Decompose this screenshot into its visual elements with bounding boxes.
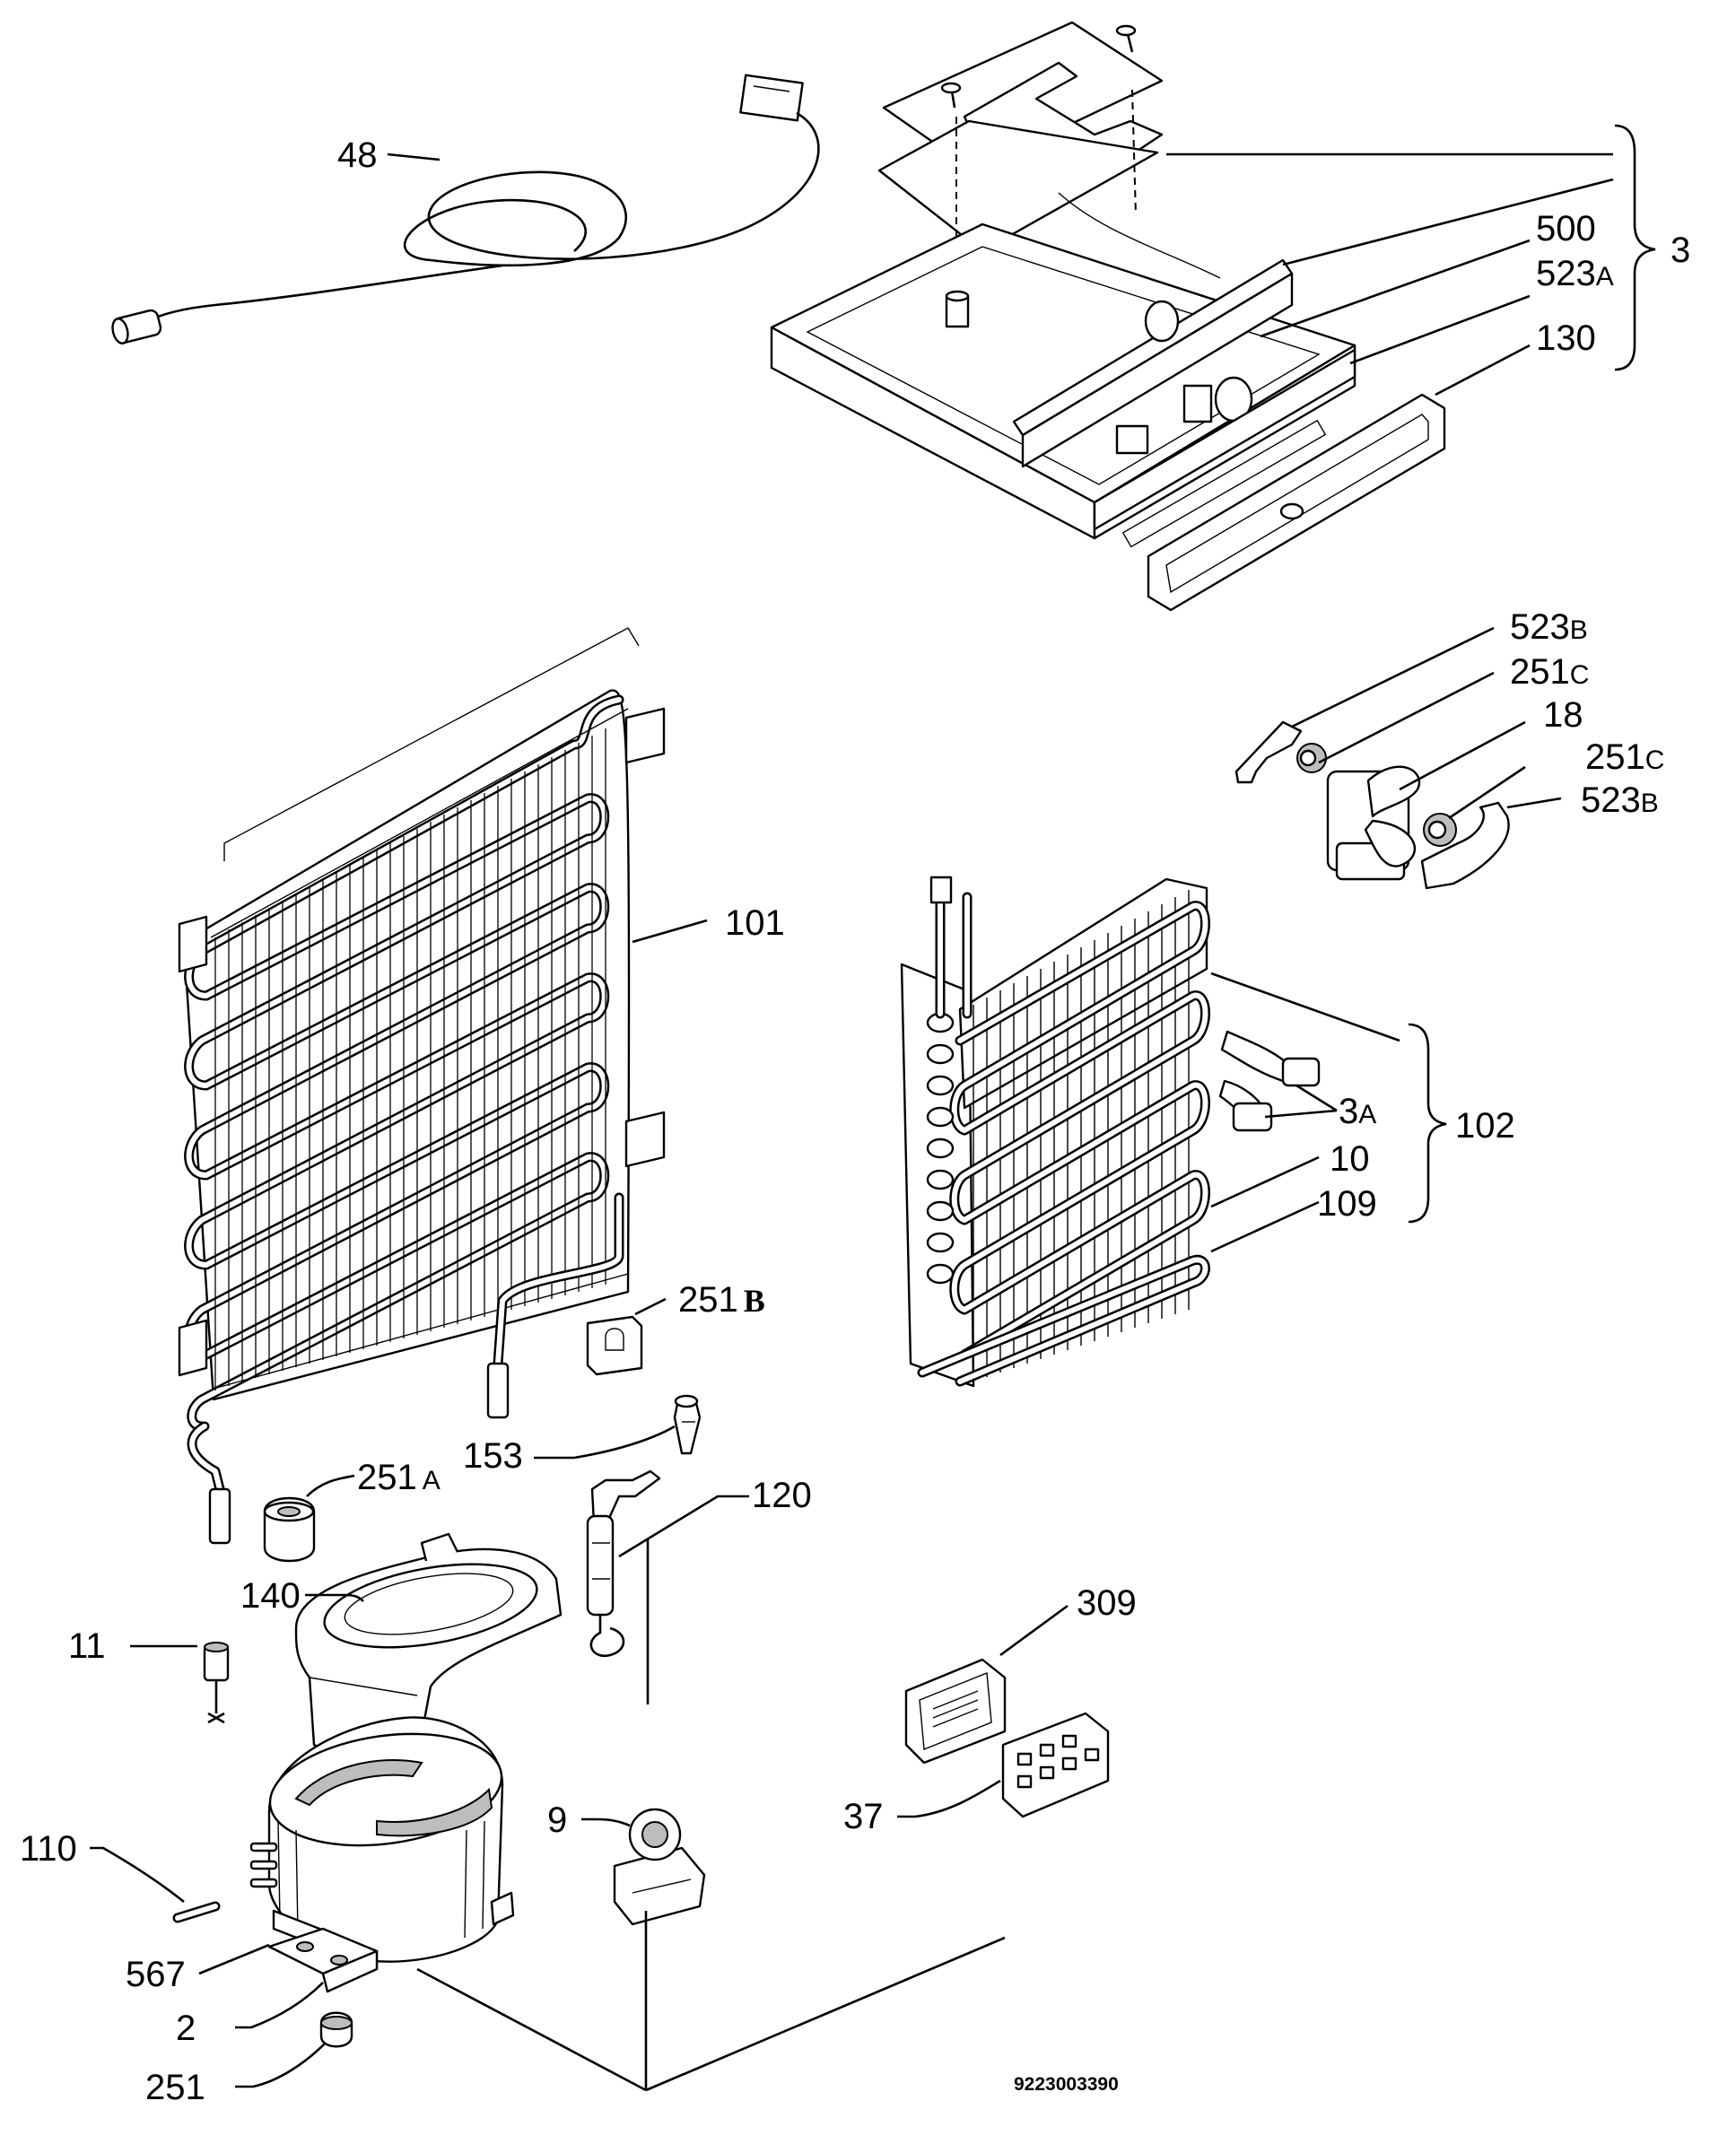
label-251: 251 [145, 2068, 205, 2107]
part-140-tray [294, 1532, 563, 1765]
label-109: 109 [1317, 1184, 1377, 1224]
part-101-condenser [178, 627, 666, 1545]
label-11: 11 [68, 1626, 106, 1666]
label-3: 3 [1671, 231, 1690, 270]
part-153-filter [673, 1394, 702, 1455]
label-153: 153 [463, 1436, 523, 1476]
label-523a: 523A [1536, 254, 1614, 293]
label-102: 102 [1455, 1106, 1515, 1146]
label-48: 48 [337, 135, 378, 175]
drawing-code: 9223003390 [1014, 2074, 1119, 2095]
label-251c-2: 251C [1585, 737, 1664, 777]
label-309: 309 [1077, 1583, 1137, 1623]
part-3-control-box [770, 21, 1446, 612]
label-110: 110 [20, 1829, 77, 1869]
label-523b-1: 523B [1510, 607, 1588, 647]
part-251-grommet [319, 2011, 353, 2048]
label-140: 140 [240, 1576, 301, 1616]
label-10: 10 [1330, 1139, 1370, 1179]
part-11-relay [203, 1642, 230, 1724]
label-18: 18 [1543, 695, 1583, 735]
part-9-clamp [613, 1808, 706, 1926]
part-102-evaporator [900, 876, 1321, 1388]
part-120-thermostat [586, 1469, 661, 1658]
part-18-fan-motor-group [1234, 720, 1510, 890]
part-compressor [249, 1716, 515, 1993]
part-251a-grommet [263, 1496, 316, 1563]
label-523b-2: 523B [1581, 780, 1659, 820]
label-101: 101 [725, 903, 785, 943]
label-3a: 3A [1339, 1092, 1376, 1131]
part-48-sensor-cable [111, 74, 820, 344]
part-110-pin [172, 1901, 221, 1923]
part-309-board [904, 1658, 1007, 1765]
label-37: 37 [843, 1797, 884, 1836]
label-567: 567 [126, 1955, 186, 1994]
label-130: 130 [1536, 318, 1596, 358]
label-2: 2 [176, 2009, 196, 2048]
label-9: 9 [547, 1800, 567, 1840]
label-120: 120 [752, 1476, 812, 1515]
part-37-board [1001, 1712, 1110, 1818]
label-251c-1: 251C [1510, 652, 1589, 692]
part-251b-clip [586, 1315, 643, 1376]
label-500: 500 [1536, 209, 1596, 248]
